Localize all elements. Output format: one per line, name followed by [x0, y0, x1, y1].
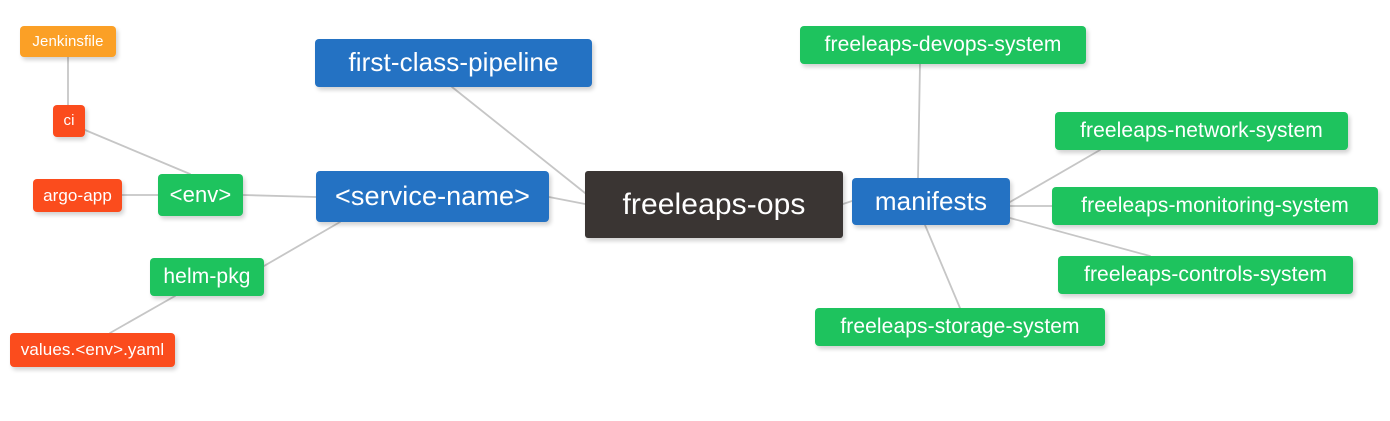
node-freeleaps-network-system[interactable]: freeleaps-network-system: [1055, 112, 1348, 150]
node-freeleaps-devops-system[interactable]: freeleaps-devops-system: [800, 26, 1086, 64]
node-ci[interactable]: ci: [53, 105, 85, 137]
edge-manifests-to-freeleaps-storage-system: [924, 224, 961, 309]
edge-manifests-to-freeleaps-devops-system: [917, 63, 921, 179]
node-manifests[interactable]: manifests: [852, 178, 1010, 225]
node-first-class-pipeline[interactable]: first-class-pipeline: [315, 39, 592, 87]
node-argo-app[interactable]: argo-app: [33, 179, 122, 212]
node-helm-pkg[interactable]: helm-pkg: [150, 258, 264, 296]
node-jenkinsfile[interactable]: Jenkinsfile: [20, 26, 116, 57]
node-env[interactable]: <env>: [158, 174, 243, 216]
edge-freeleaps-ops-to-service-name: [548, 196, 586, 205]
edge-service-name-to-helm-pkg: [263, 221, 341, 267]
node-freeleaps-controls-system[interactable]: freeleaps-controls-system: [1058, 256, 1353, 294]
node-freeleaps-monitoring-system[interactable]: freeleaps-monitoring-system: [1052, 187, 1378, 225]
edge-env-to-ci: [84, 129, 191, 175]
edge-helm-pkg-to-values-env-yaml: [109, 295, 176, 334]
edge-freeleaps-ops-to-manifests: [842, 200, 853, 205]
node-freeleaps-storage-system[interactable]: freeleaps-storage-system: [815, 308, 1105, 346]
node-values-env-yaml[interactable]: values.<env>.yaml: [10, 333, 175, 367]
node-service-name[interactable]: <service-name>: [316, 171, 549, 222]
edge-service-name-to-env: [242, 194, 317, 198]
node-freeleaps-ops[interactable]: freeleaps-ops: [585, 171, 843, 238]
